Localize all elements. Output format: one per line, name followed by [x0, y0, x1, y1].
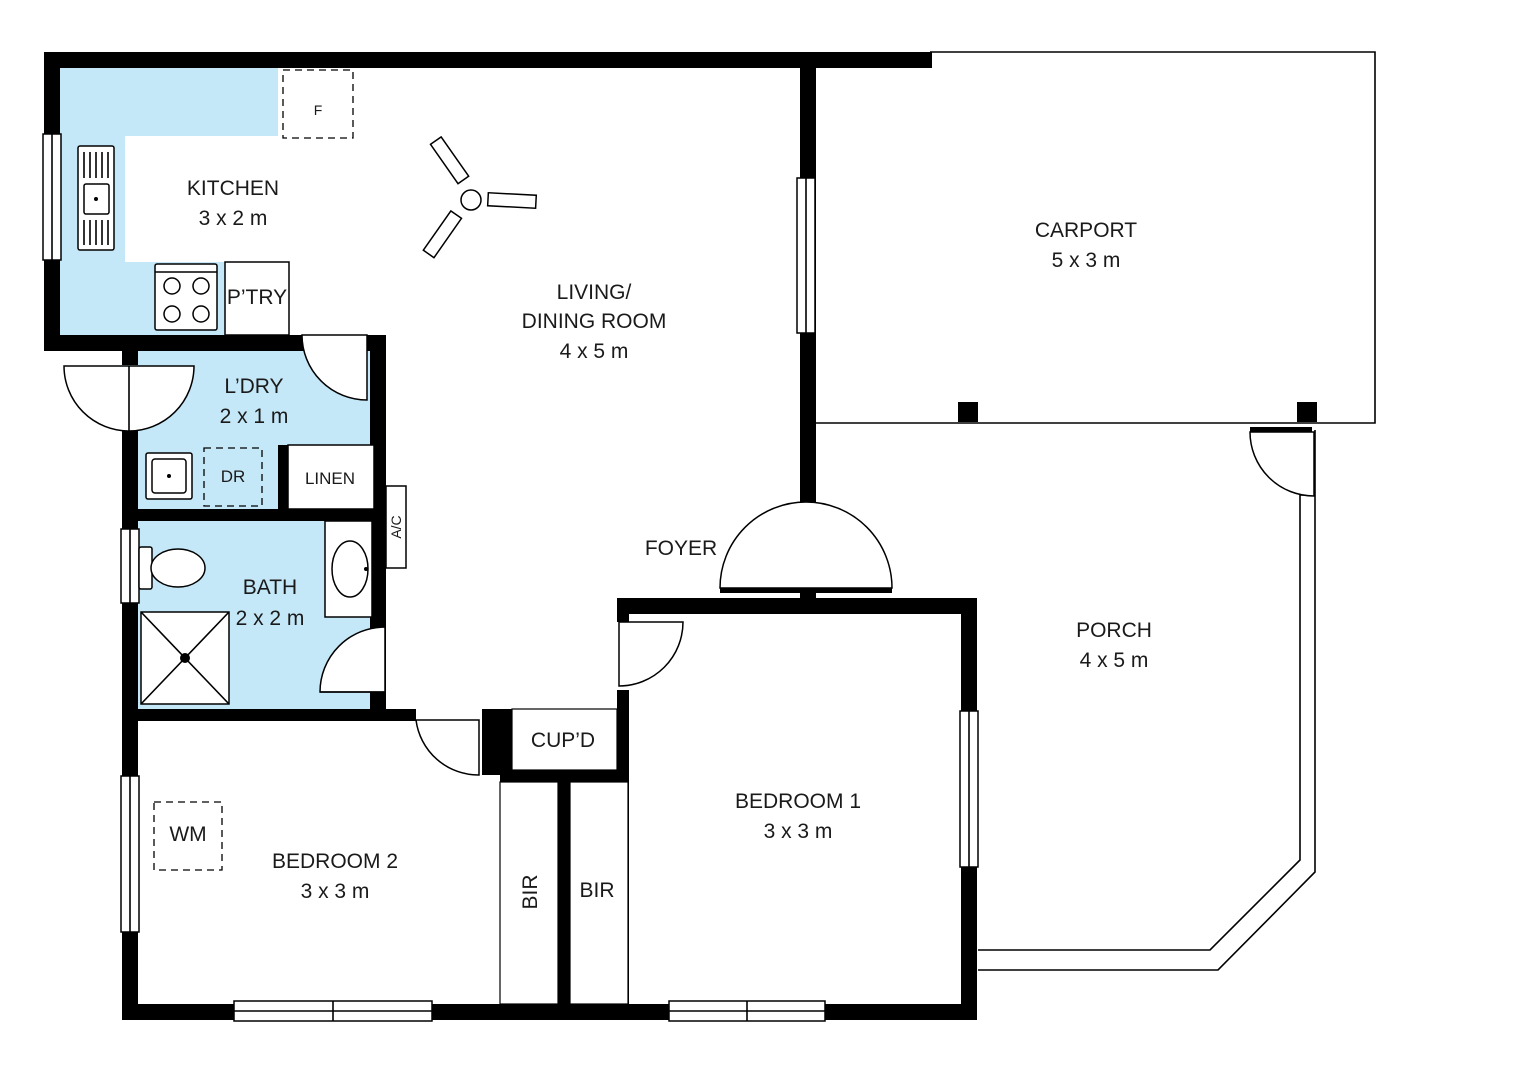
bath-label: BATH [243, 576, 297, 599]
living-label-line2: DINING ROOM [522, 310, 667, 333]
dryer-space [203, 447, 263, 507]
washing-machine-label: WM [169, 823, 206, 846]
outdoor-outlines [815, 51, 1376, 971]
dryer-label: DR [221, 467, 246, 486]
laundry-fixtures [145, 444, 375, 510]
door-swing-icon [618, 621, 684, 687]
bedroom2-size: 3 x 3 m [301, 880, 370, 903]
bir-left-outline [499, 781, 559, 1005]
ceiling-fan-icon [422, 135, 538, 259]
carport-label: CARPORT [1035, 219, 1137, 242]
porch-label: PORCH [1076, 619, 1152, 642]
bir-right-outline [569, 781, 629, 1005]
linen-cupboard [287, 444, 375, 510]
stove-icon [154, 263, 218, 331]
bedroom1-label: BEDROOM 1 [735, 790, 861, 813]
pantry-label: P’TRY [227, 286, 287, 309]
bir-left-label: BIR [519, 874, 542, 909]
bedroom2-label: BEDROOM 2 [272, 850, 398, 873]
door-swing-icon [319, 626, 386, 693]
foyer-label: FOYER [645, 537, 717, 560]
door-swing-icon [301, 334, 368, 401]
door-swing-icon [415, 719, 480, 776]
cupboard-outline [511, 708, 618, 771]
bath-size: 2 x 2 m [236, 607, 305, 630]
living-label-line1: LIVING/ [557, 281, 632, 304]
ac-unit [385, 485, 407, 569]
kitchen-size: 3 x 2 m [199, 207, 268, 230]
sink-icon [77, 145, 115, 251]
pantry-outline [224, 261, 290, 336]
linen-label: LINEN [305, 469, 355, 488]
kitchen-floor [60, 68, 278, 335]
laundry-size: 2 x 1 m [220, 405, 289, 428]
basin-icon [324, 520, 373, 618]
carport-size: 5 x 3 m [1052, 249, 1121, 272]
ac-label: A/C [388, 515, 404, 538]
living-size: 4 x 5 m [560, 340, 629, 363]
fridge-label: F [314, 102, 323, 118]
door-swing-icon [719, 501, 893, 589]
kitchen-fixtures [77, 69, 354, 336]
windows [42, 133, 979, 1022]
kitchen-label: KITCHEN [187, 177, 279, 200]
fridge-space [282, 69, 354, 139]
shower-icon [140, 611, 230, 705]
door-swing-icon [1249, 431, 1315, 497]
porch-size: 4 x 5 m [1080, 649, 1149, 672]
room-labels: KITCHEN 3 x 2 m P’TRY F L’DRY 2 x 1 m DR… [169, 102, 1152, 910]
bir-right-label: BIR [579, 879, 614, 902]
bedroom1-size: 3 x 3 m [764, 820, 833, 843]
washing-machine-space [153, 801, 223, 871]
doors [63, 334, 1315, 776]
tub-icon [145, 452, 193, 500]
bath-fixtures [138, 485, 407, 705]
laundry-label: L’DRY [224, 375, 283, 398]
toilet-icon [138, 546, 206, 590]
cupboard-label: CUP’D [531, 729, 595, 752]
